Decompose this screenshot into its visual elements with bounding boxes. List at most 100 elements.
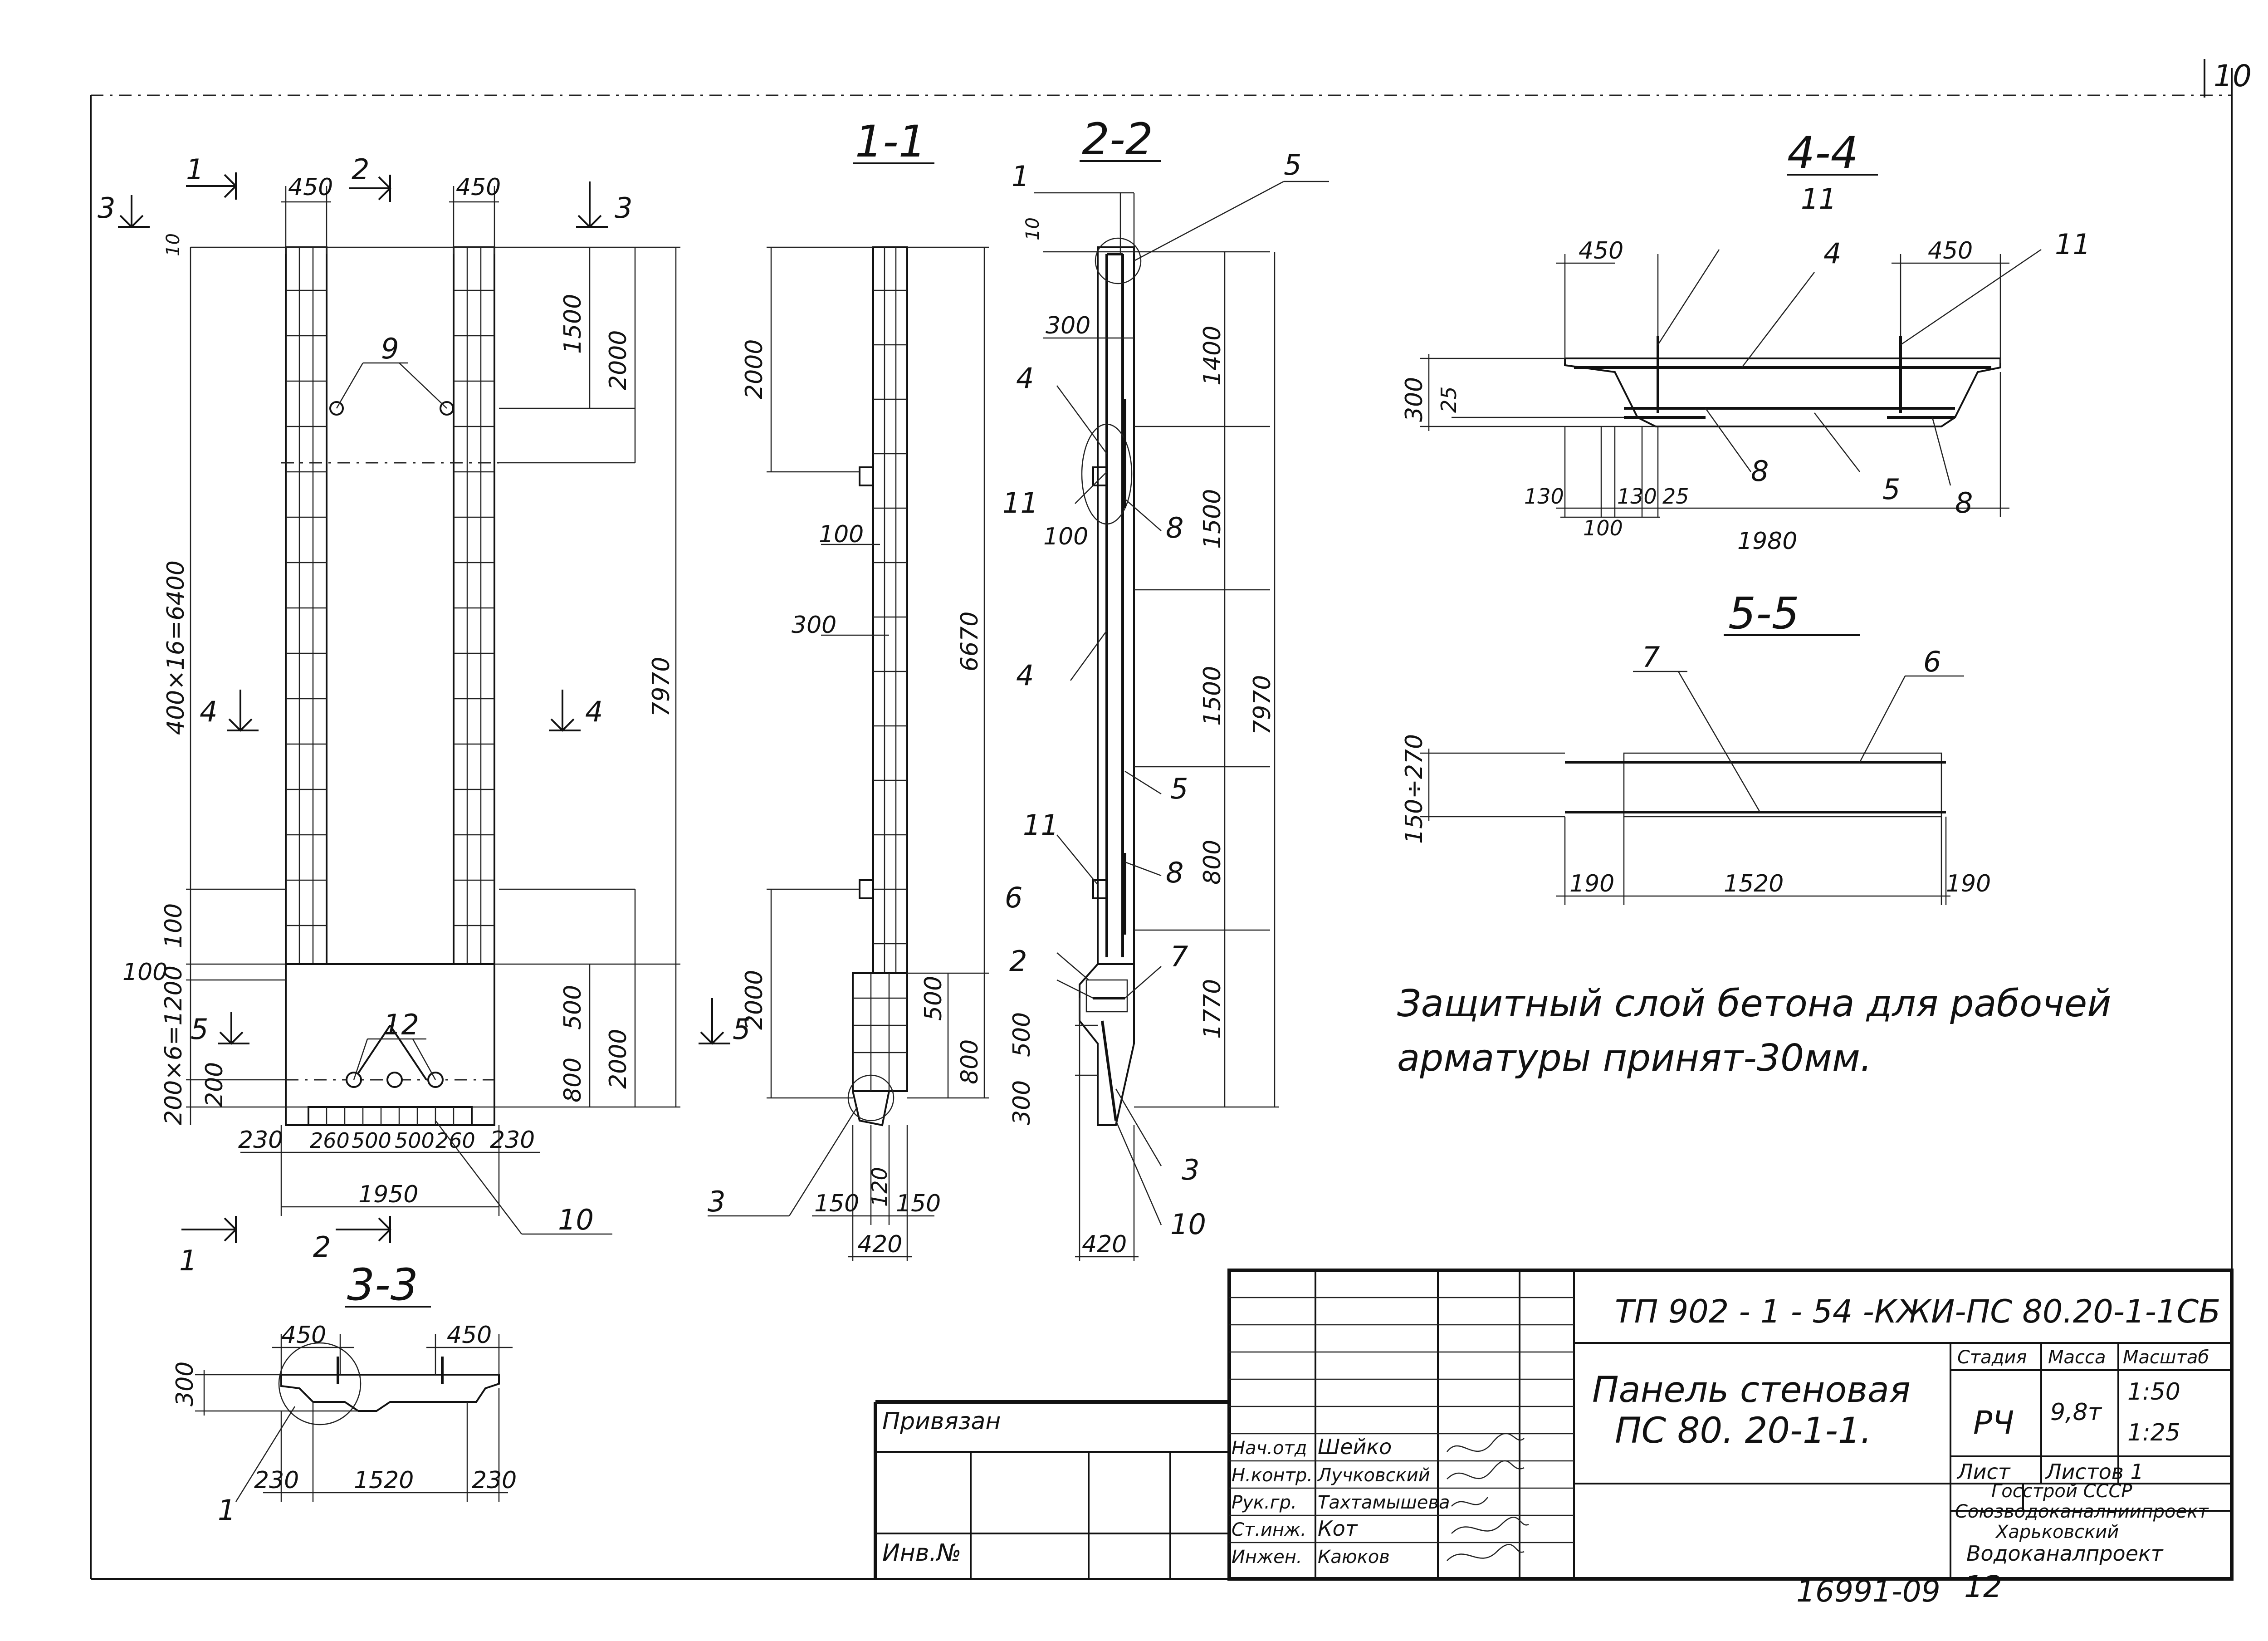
s22-pos-11-a: 11: [1002, 486, 1038, 519]
s33-dim-450-a: 450: [281, 1322, 326, 1349]
s22-dim-1770: 1770: [1199, 979, 1226, 1039]
name-engineer: Каюков: [1318, 1547, 1390, 1568]
s22-dim-1500-b: 1500: [1199, 666, 1226, 726]
name-norm-control: Лучковский: [1317, 1465, 1430, 1486]
mass-value: 9,8т: [2050, 1399, 2102, 1426]
elev-dim-260-b: 260: [435, 1128, 475, 1153]
s55-dim-150-270: 150÷270: [1401, 734, 1428, 844]
s22-dim-500: 500: [1008, 1012, 1036, 1057]
section-5-5-title: 5-5: [1728, 588, 1799, 639]
cut-marks: [118, 172, 730, 1243]
name-group-lead: Тахтамышева: [1318, 1492, 1450, 1513]
cut-mark-2-top: 2: [352, 153, 369, 186]
s33-dim-230-a: 230: [254, 1467, 299, 1494]
cut-mark-3-left: 3: [98, 191, 115, 225]
s44-dim-1980: 1980: [1737, 528, 1797, 555]
elev-dim-100-b: 100: [122, 959, 167, 986]
s22-dim-800: 800: [1199, 840, 1226, 885]
elev-dim-2000-top: 2000: [605, 330, 632, 390]
role-norm-control: Н.контр.: [1232, 1465, 1313, 1486]
elev-dim-6400: 400×16=6400: [162, 560, 190, 735]
signatures: [1447, 1433, 1529, 1561]
s11-dim-6670: 6670: [956, 612, 983, 671]
embedded-hole-2: [386, 1072, 403, 1088]
s22-pos-5-b: 5: [1170, 772, 1188, 805]
title-block: [874, 1269, 2234, 1581]
stage-value: РЧ: [1973, 1404, 2014, 1441]
drawing-code: ТП 902 - 1 - 54 -КЖИ-ПС 80.20-1-1СБ: [1615, 1293, 2220, 1330]
section-4-4-title: 4-4: [1787, 127, 1858, 178]
section-1-1-view: [847, 162, 934, 1127]
s22-pos-2: 2: [1009, 945, 1027, 978]
elev-dim-500-b: 500: [395, 1128, 435, 1153]
concrete-cover-note-line-2: арматуры принят-30мм.: [1397, 1037, 1872, 1080]
inventory-label: Инв.№: [882, 1539, 961, 1567]
sheet-frame: [90, 59, 2233, 1580]
section-3-3-view: [278, 1306, 500, 1425]
scale-value-1: 1:50: [2127, 1378, 2180, 1406]
section-3-3-title: 3-3: [347, 1259, 418, 1310]
s44-pos-8-a: 8: [1751, 455, 1769, 488]
s11-dim-2000-bottom: 2000: [741, 970, 768, 1030]
s44-pos-4: 4: [1823, 237, 1841, 270]
elev-dim-260-a: 260: [310, 1128, 350, 1153]
elev-dim-200: 200: [201, 1062, 228, 1107]
s22-pos-4-b: 4: [1016, 659, 1034, 692]
s55-pos-6: 6: [1923, 645, 1941, 678]
s44-pos-11-b: 11: [2055, 228, 2091, 261]
s44-dim-450-b: 450: [1928, 237, 1973, 265]
mass-header: Масса: [2048, 1347, 2106, 1368]
elev-dim-1950: 1950: [358, 1181, 418, 1208]
s22-pos-5-top: 5: [1284, 148, 1301, 181]
s33-dim-450-b: 450: [447, 1322, 492, 1349]
s44-dim-25: 25: [1437, 386, 1461, 413]
s22-pos-7: 7: [1170, 940, 1188, 973]
cut-mark-2-bottom: 2: [313, 1230, 331, 1264]
elev-dim-500-a: 500: [352, 1128, 391, 1153]
s22-dim-1400: 1400: [1199, 326, 1226, 386]
s33-dim-1520: 1520: [354, 1467, 414, 1494]
s11-dim-150-a: 150: [814, 1190, 859, 1217]
s11-dim-120: 120: [867, 1167, 892, 1207]
s11-dim-500: 500: [920, 976, 947, 1021]
s44-dim-450-a: 450: [1579, 237, 1623, 265]
section-4-4-dimensions: [1420, 249, 2042, 518]
s22-dim-420: 420: [1082, 1231, 1127, 1258]
elev-dim-10: 10: [163, 233, 184, 256]
s33-pos-1: 1: [218, 1494, 235, 1527]
scale-value-2: 1:25: [2127, 1419, 2180, 1446]
name-senior-engineer: Кот: [1318, 1516, 1358, 1541]
elev-dim-230-a: 230: [238, 1127, 283, 1154]
s55-dim-190-b: 190: [1946, 870, 1991, 897]
section-5-5-dimensions: [1420, 671, 1964, 905]
elev-pos-10: 10: [558, 1203, 594, 1236]
role-engineer: Инжен.: [1232, 1547, 1302, 1568]
elevation-dimensions: [186, 186, 680, 1216]
elev-dim-1200: 200×6=1200: [160, 965, 187, 1125]
section-4-4-view: [1564, 174, 2001, 427]
s22-pos-1: 1: [1012, 160, 1029, 193]
s44-dim-130-b: 130: [1617, 484, 1657, 509]
section-2-2-view: [1079, 160, 1161, 1126]
name-head-of-dept: Шейко: [1318, 1435, 1392, 1459]
s22-pos-3: 3: [1182, 1153, 1199, 1186]
s22-pos-8-a: 8: [1166, 511, 1183, 544]
s22-dim-10: 10: [1022, 217, 1043, 240]
sheets-label: Листов 1: [2045, 1460, 2144, 1484]
s22-pos-6: 6: [1005, 881, 1022, 914]
s44-dim-300: 300: [1401, 377, 1428, 422]
elev-dim-450-left: 450: [288, 174, 333, 201]
drawing-name-line-1: Панель стеновая: [1592, 1370, 1911, 1411]
drawing-name-line-2: ПС 80. 20-1-1.: [1615, 1411, 1872, 1451]
s44-pos-11-a: 11: [1801, 182, 1837, 216]
rib-ladder-right: [454, 289, 494, 926]
section-1-1-title: 1-1: [855, 116, 926, 167]
s22-dim-300: 300: [1046, 312, 1090, 339]
s55-dim-1520: 1520: [1724, 870, 1784, 897]
s11-dim-420: 420: [857, 1231, 902, 1258]
cut-mark-4-right: 4: [585, 695, 603, 728]
elev-pos-9: 9: [381, 332, 399, 365]
org-line-1: Госстрой СССР: [1991, 1481, 2132, 1502]
elev-dim-800: 800: [559, 1058, 587, 1102]
